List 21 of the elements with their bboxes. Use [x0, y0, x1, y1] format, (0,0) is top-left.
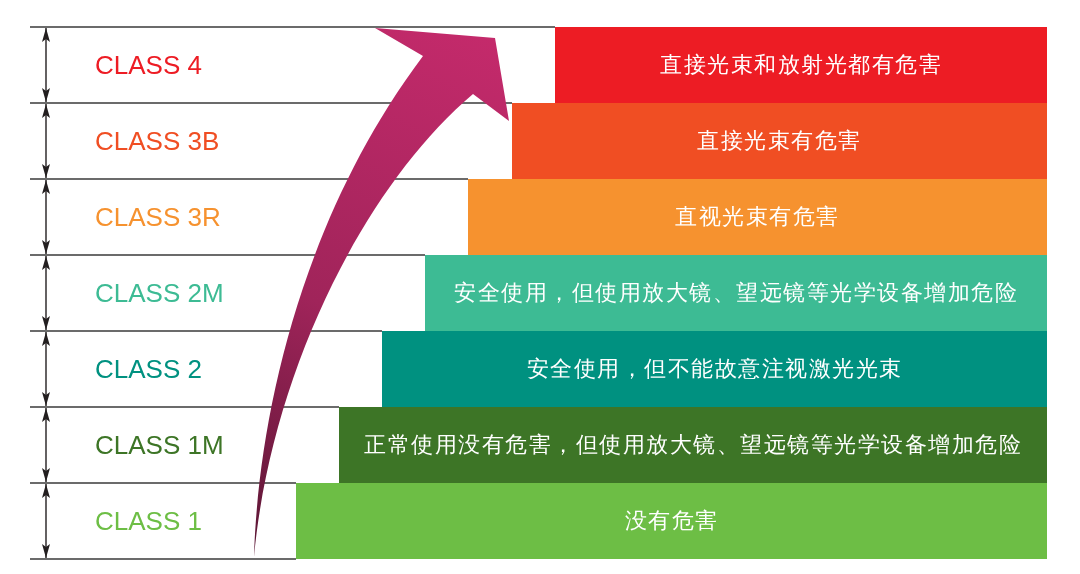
class-label: CLASS 3B [95, 128, 220, 154]
hazard-description: 安全使用，但不能故意注视激光光束 [526, 356, 903, 382]
hazard-bar [425, 255, 1047, 331]
class-label: CLASS 1M [95, 432, 224, 458]
class-label: CLASS 2 [95, 356, 202, 382]
class-label: CLASS 3R [95, 204, 221, 230]
hazard-description: 直视光束有危害 [675, 204, 840, 230]
hazard-bar [382, 331, 1047, 407]
hazard-description: 没有危害 [624, 508, 719, 534]
class-label: CLASS 1 [95, 508, 202, 534]
hazard-bar [555, 27, 1047, 103]
class-label: CLASS 4 [95, 52, 202, 78]
hazard-bar [468, 179, 1047, 255]
hazard-bar [339, 407, 1047, 483]
hazard-description: 安全使用，但使用放大镜、望远镜等光学设备增加危险 [454, 280, 1018, 306]
hazard-description: 直接光束和放射光都有危害 [660, 52, 942, 78]
hazard-bar [296, 483, 1047, 559]
hazard-description: 直接光束有危害 [697, 128, 862, 154]
hazard-bar [512, 103, 1047, 179]
class-label: CLASS 2M [95, 280, 224, 306]
hazard-description: 正常使用没有危害，但使用放大镜、望远镜等光学设备增加危险 [364, 432, 1022, 458]
